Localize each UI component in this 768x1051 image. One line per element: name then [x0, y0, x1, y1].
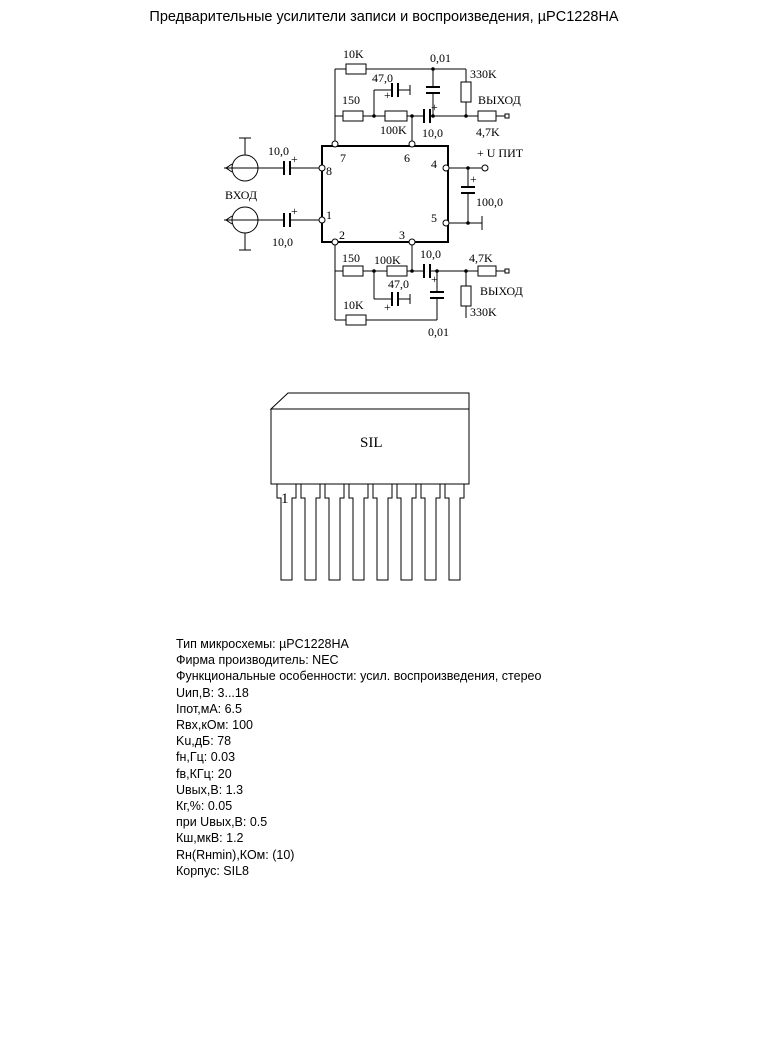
package-leads [276, 484, 465, 581]
page-title: Предварительные усилители записи и воспр… [149, 9, 619, 25]
output-label-top: ВЫХОД [478, 93, 521, 107]
c-in-bottom-plus: + [291, 204, 298, 218]
c-in-bottom-value: 10,0 [272, 235, 293, 249]
spec-line: Rвх,кОм: 100 [176, 718, 253, 733]
specs-list: Тип микросхемы: µPC1228HA Фирма производ… [176, 636, 541, 879]
spec-line: Uвых,В: 1.3 [176, 782, 244, 797]
c-bottom-47-plus: + [384, 300, 391, 314]
r-bottom-47k-value: 4,7K [469, 251, 493, 265]
pin-label-5: 5 [431, 211, 437, 225]
pin-label-1: 1 [326, 208, 332, 222]
c-in-top-value: 10,0 [268, 144, 289, 158]
r-bottom-150-value: 150 [342, 251, 360, 265]
spec-line: Фирма производитель: NEC [176, 653, 339, 668]
pin-label-4: 4 [431, 157, 437, 171]
output-label-bottom: ВЫХОД [480, 284, 523, 298]
spec-line: Кш,мкВ: 1.2 [176, 831, 244, 846]
spec-line: Iпот,мА: 6.5 [176, 701, 242, 716]
top-feedback-network [334, 63, 510, 141]
r-bottom-330k-value: 330K [470, 305, 497, 319]
c-bottom-47-value: 47,0 [388, 277, 409, 291]
pin-label-7: 7 [340, 151, 346, 165]
c-top-47-value: 47,0 [372, 71, 393, 85]
r-top-100k-value: 100K [380, 123, 407, 137]
package-pin1-label: 1 [281, 491, 289, 507]
power-label: + U ПИТ [477, 146, 524, 160]
spec-line: Кг,%: 0.05 [176, 799, 233, 814]
r-fb-bottom-value: 10K [343, 298, 364, 312]
spec-line: fв,КГц: 20 [176, 766, 232, 781]
input-jack-bottom [224, 206, 319, 251]
spec-line: Rн(Rнmin),КОм: (10) [176, 847, 295, 862]
pin-label-3: 3 [399, 228, 405, 242]
spec-line: Функциональные особенности: усил. воспро… [176, 669, 542, 684]
c-top-out-plus: + [431, 100, 438, 114]
spec-line: Ku,дБ: 78 [176, 734, 232, 749]
input-label: ВХОД [225, 188, 257, 202]
spec-line: при Uвых,В: 0.5 [176, 815, 268, 830]
r-top-330k-value: 330K [470, 67, 497, 81]
sil-package: SIL 1 [269, 392, 470, 581]
r-top-47k-value: 4,7K [476, 125, 500, 139]
pin-label-8: 8 [326, 164, 332, 178]
input-jack-top [224, 137, 319, 182]
spec-line: Тип микросхемы: µPC1228HA [176, 637, 349, 651]
spec-line: Uип,В: 3...18 [176, 685, 249, 700]
r-bottom-100k-value: 100K [374, 253, 401, 267]
package-name: SIL [360, 435, 383, 451]
c-bottom-out-value: 10,0 [420, 247, 441, 261]
r-top-150-value: 150 [342, 93, 360, 107]
ic-body [321, 145, 449, 243]
pin-label-2: 2 [339, 228, 345, 242]
c-supply-plus: + [470, 172, 477, 186]
c-bottom-out-plus: + [431, 272, 438, 286]
bottom-feedback-network [334, 245, 510, 326]
pin-label-6: 6 [404, 151, 410, 165]
c-supply-value: 100,0 [476, 195, 503, 209]
spec-line: Корпус: SIL8 [176, 863, 249, 878]
c-top-47-plus: + [384, 88, 391, 102]
spec-line: fн,Гц: 0.03 [176, 750, 236, 765]
c-top-001-value: 0,01 [430, 51, 451, 65]
r-fb-top-value: 10K [343, 47, 364, 61]
c-top-out-value: 10,0 [422, 126, 443, 140]
c-in-top-plus: + [291, 152, 298, 166]
c-bottom-001-value: 0,01 [428, 325, 449, 339]
power-supply-network [449, 164, 489, 230]
